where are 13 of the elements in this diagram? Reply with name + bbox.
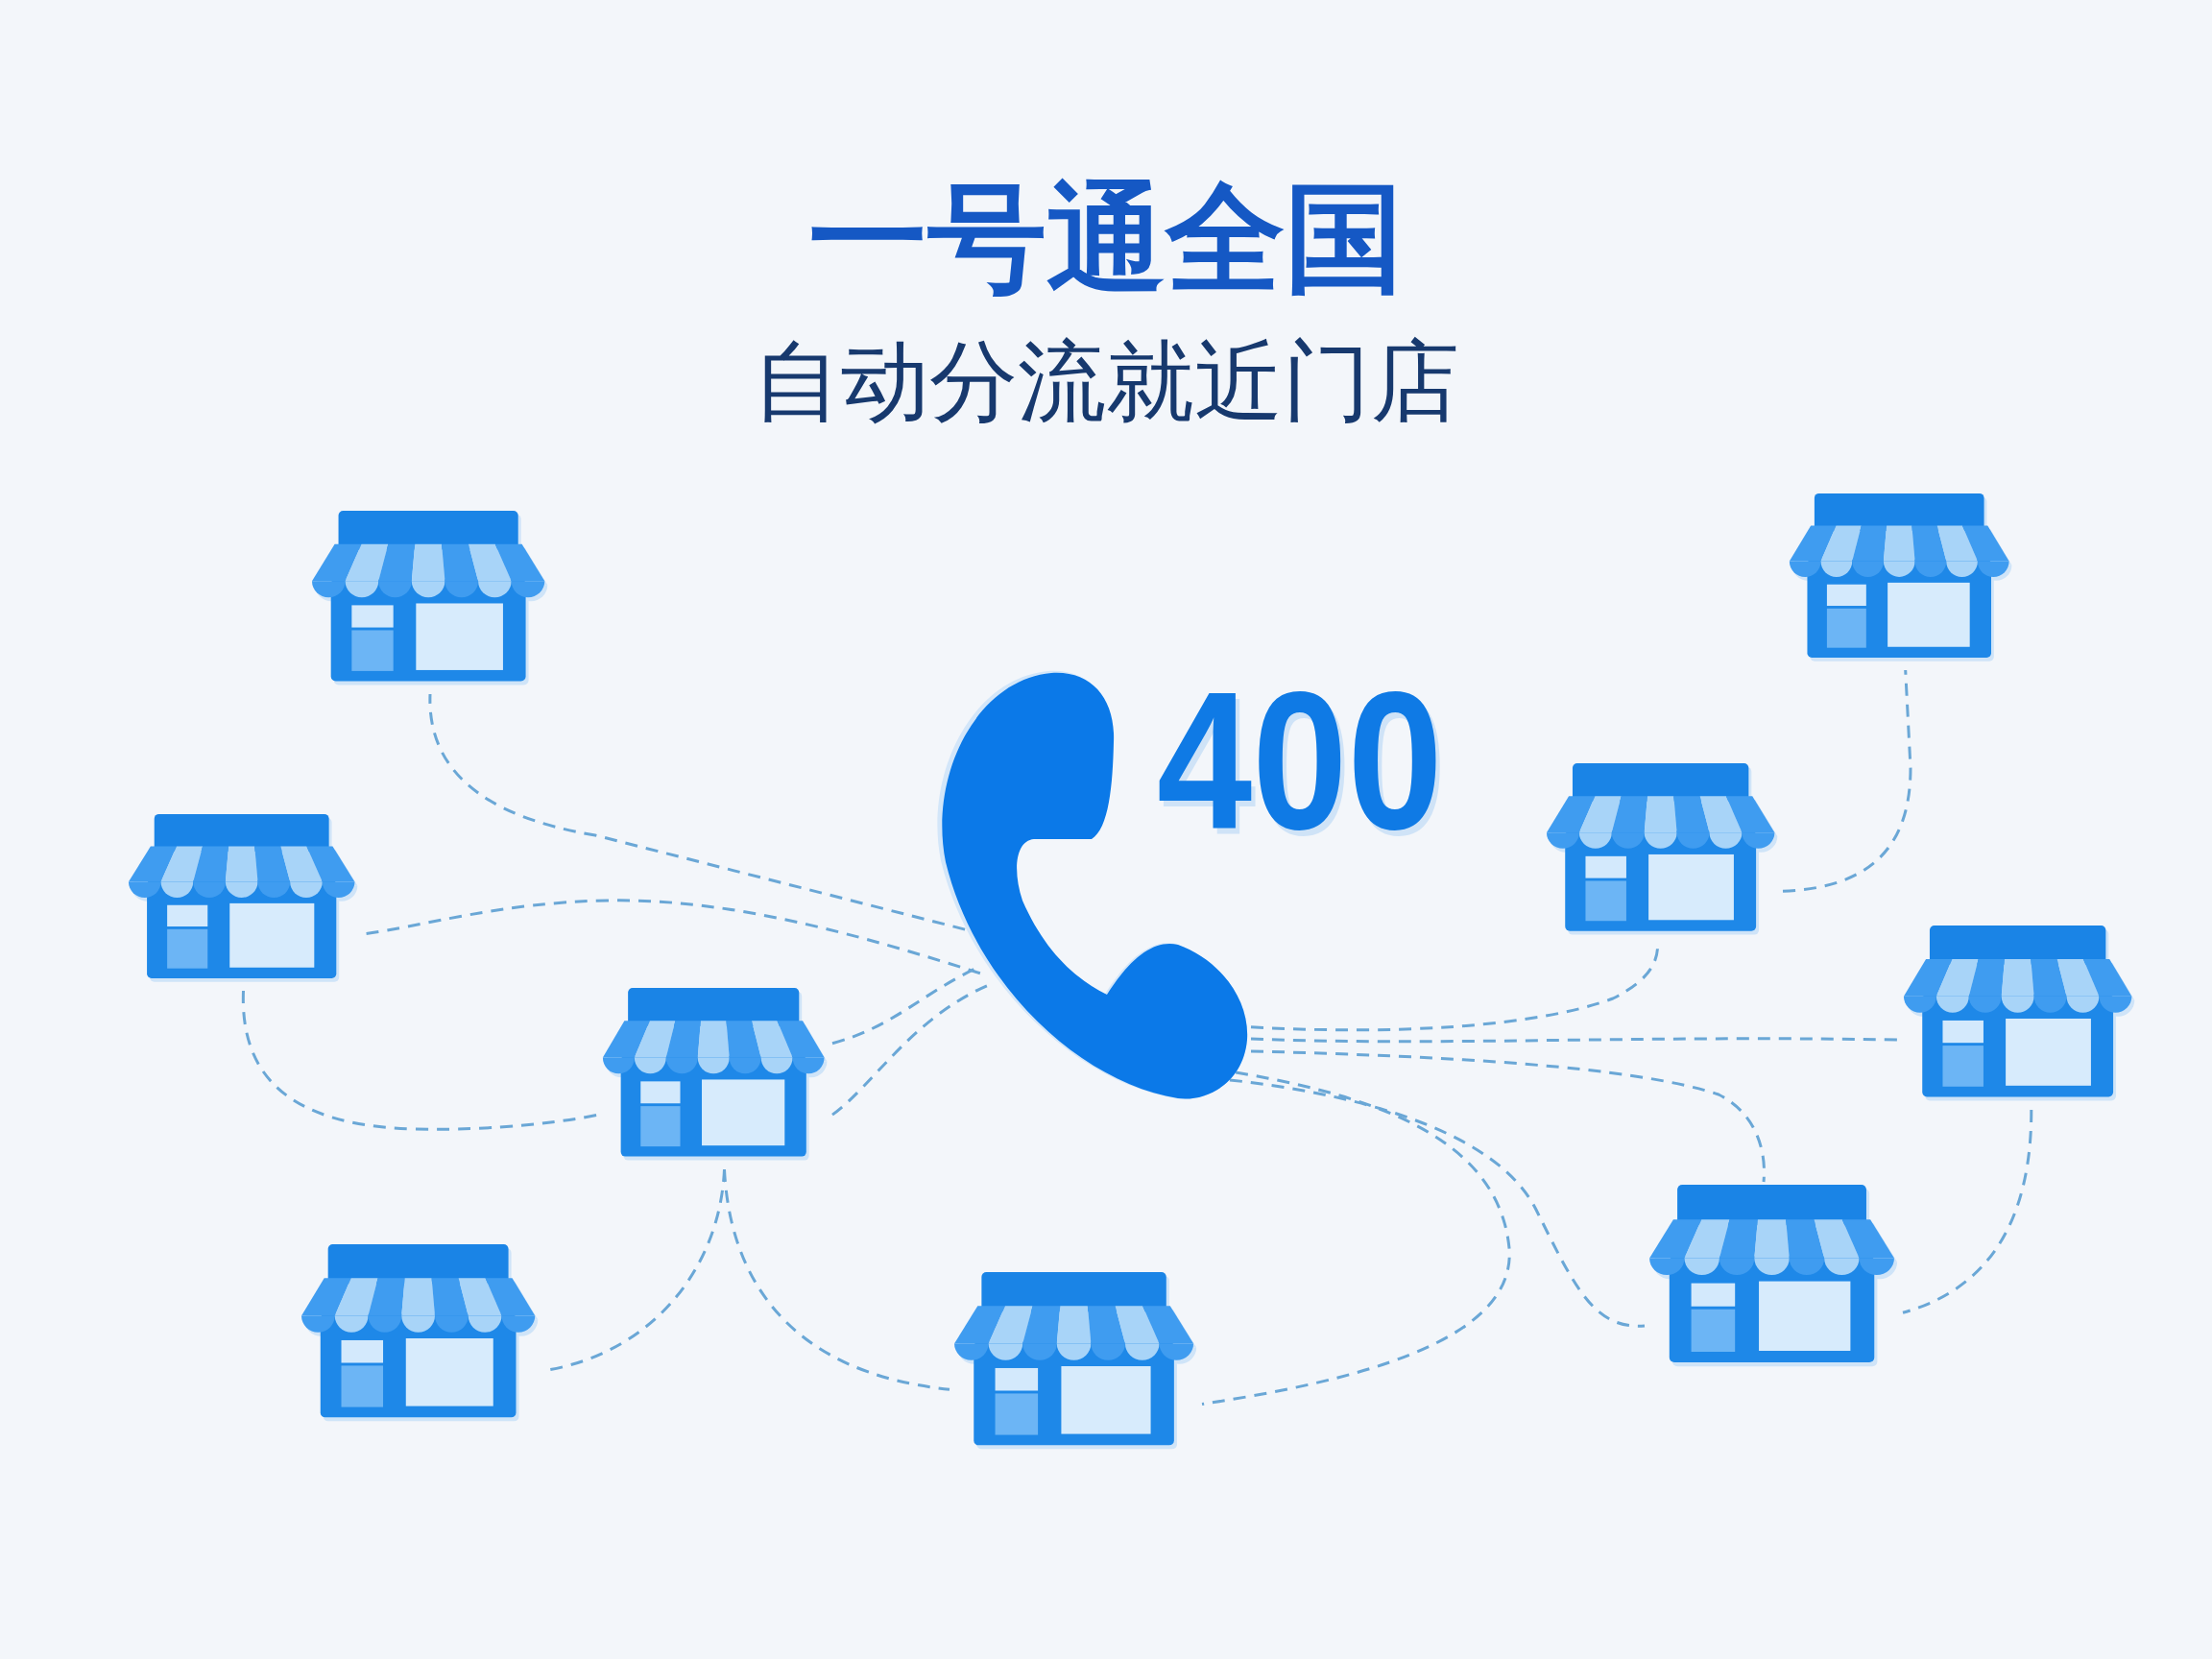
- dashed-connector: [242, 991, 599, 1131]
- dashed-connector: [1782, 669, 1912, 893]
- dashed-connector: [1229, 1078, 1645, 1328]
- title: 一号通全国: [807, 179, 1405, 298]
- phone-number: 400: [1157, 661, 1443, 858]
- dashed-connector: [1902, 1109, 2033, 1314]
- dashed-connector: [1250, 1037, 1900, 1044]
- dashed-connector: [1201, 1070, 1511, 1406]
- subtitle: 自动分流就近门店: [752, 338, 1460, 426]
- dashed-connector: [428, 693, 966, 931]
- dashed-connector: [831, 983, 990, 1117]
- dashed-connector: [723, 1168, 950, 1391]
- dashed-connector: [1250, 1049, 1766, 1183]
